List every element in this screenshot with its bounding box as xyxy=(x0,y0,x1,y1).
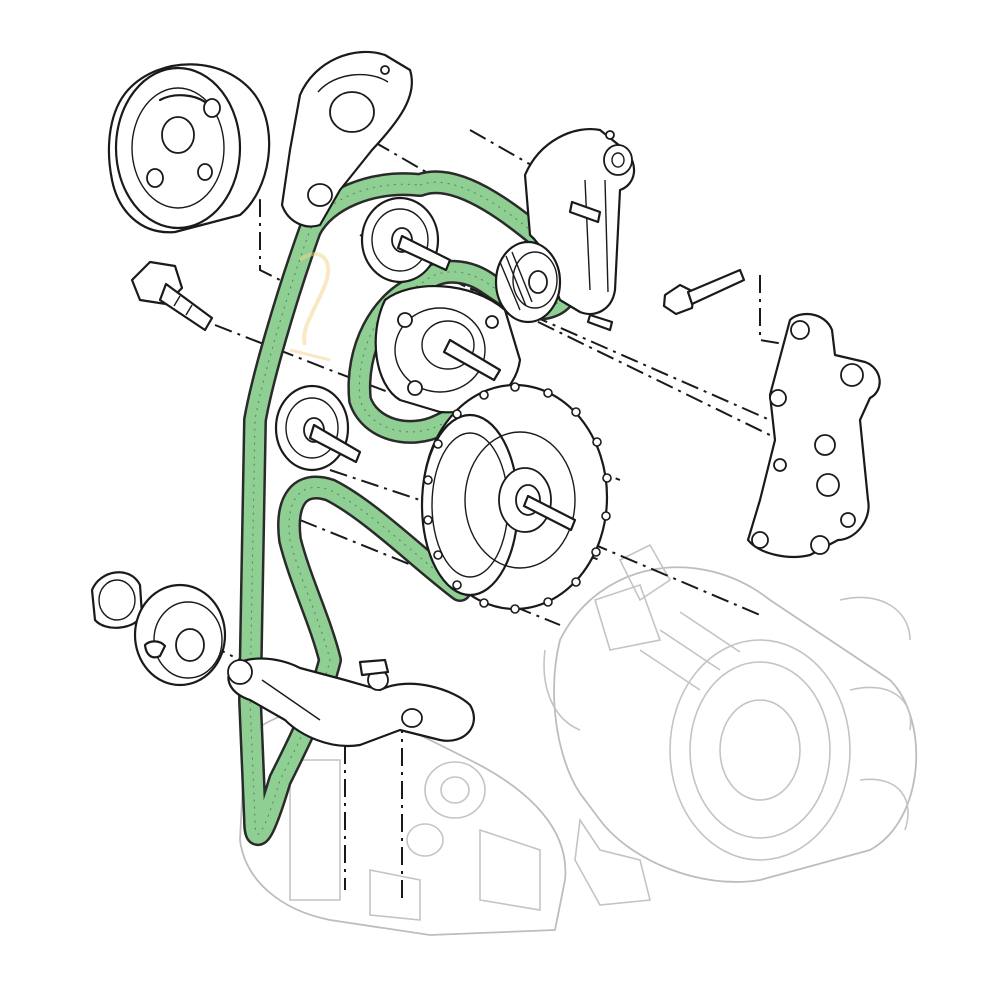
alternator xyxy=(543,543,917,906)
small-cap xyxy=(90,571,144,629)
watermark xyxy=(289,252,331,362)
crankshaft-pulley xyxy=(420,382,612,614)
tensioner-cover xyxy=(280,50,413,228)
idler-pulley-left xyxy=(274,384,362,472)
water-pump xyxy=(374,285,522,414)
accessory-bracket xyxy=(746,312,881,558)
tensioner-arm xyxy=(227,657,476,748)
tensioner-pulley xyxy=(133,583,227,687)
pulley-wheel xyxy=(107,63,271,234)
pulley-teeth xyxy=(423,382,612,614)
idler-pulley-upper xyxy=(360,196,452,284)
bracket-bolt xyxy=(662,268,746,316)
mounting-bolt xyxy=(130,260,214,332)
small-idler-pulley xyxy=(494,240,562,324)
